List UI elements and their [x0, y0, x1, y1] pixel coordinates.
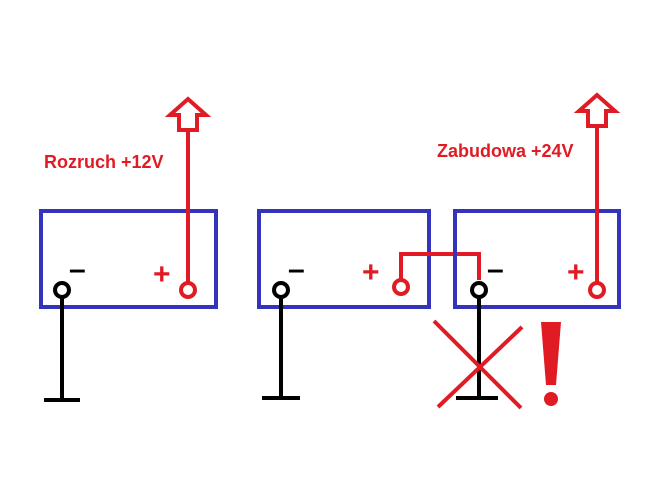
battery-middle-negative-terminal — [272, 281, 290, 299]
series-link-wire — [399, 252, 481, 280]
battery-starter-negative-terminal — [53, 281, 71, 299]
battery-middle-positive-terminal — [392, 278, 410, 296]
battery-starter-plus-sign: + — [153, 258, 171, 291]
battery-body-positive-terminal — [588, 281, 606, 299]
cross-out-icon — [432, 319, 524, 410]
battery-middle: – + — [257, 209, 431, 400]
battery-body-negative-terminal — [470, 281, 488, 299]
battery-starter: – + — [39, 96, 218, 402]
body-voltage-label: Zabudowa +24V — [437, 141, 574, 161]
battery-middle-minus-sign: – — [288, 253, 305, 286]
battery-body-minus-sign: – — [487, 253, 504, 286]
battery-starter-positive-terminal — [179, 281, 197, 299]
battery-middle-plus-sign: + — [362, 256, 380, 289]
body-output-arrow-icon — [573, 92, 621, 128]
starter-output-arrow-icon — [164, 96, 212, 132]
starter-voltage-label: Rozruch +12V — [44, 152, 164, 172]
battery-body-body — [453, 209, 621, 309]
battery-starter-minus-sign: – — [69, 253, 86, 286]
warning-exclamation-icon — [541, 322, 561, 406]
battery-body: – + — [453, 92, 621, 400]
battery-starter-body — [39, 209, 218, 309]
battery-middle-body — [257, 209, 431, 309]
battery-body-plus-sign: + — [567, 256, 585, 289]
